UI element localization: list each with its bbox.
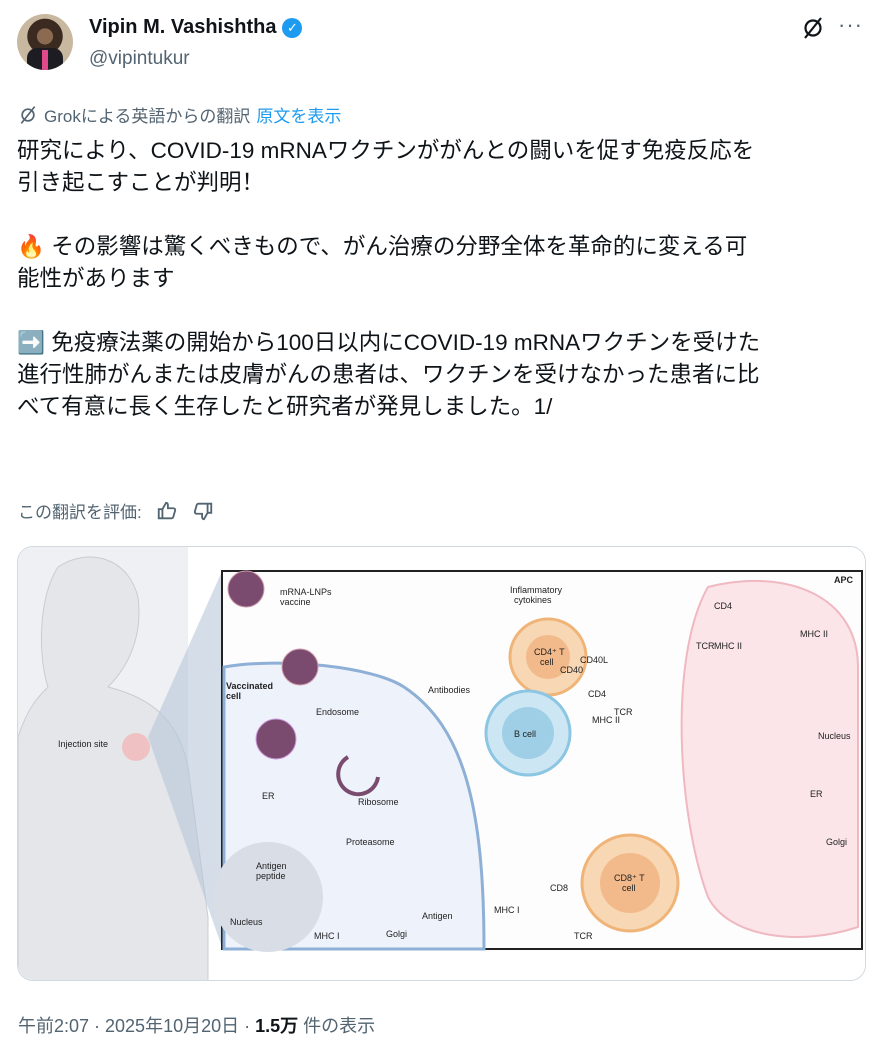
svg-text:CD8: CD8 bbox=[550, 883, 568, 893]
svg-text:MHC I: MHC I bbox=[494, 905, 520, 915]
svg-text:cell: cell bbox=[622, 883, 636, 893]
svg-text:Inflammatory: Inflammatory bbox=[510, 585, 563, 595]
rate-translation: この翻訳を評価: bbox=[18, 498, 214, 523]
svg-text:mRNA-LNPs: mRNA-LNPs bbox=[280, 587, 332, 597]
timestamp[interactable]: 午前2:07 · 2025年10月20日 · bbox=[18, 1016, 256, 1036]
thumbs-up-icon[interactable] bbox=[156, 500, 178, 522]
tweet-meta: 午前2:07 · 2025年10月20日 · 1.5万 件の表示 bbox=[18, 1012, 375, 1038]
svg-text:Golgi: Golgi bbox=[826, 837, 847, 847]
label-injection-site: Injection site bbox=[58, 739, 108, 749]
show-original-link[interactable]: 原文を表示 bbox=[256, 107, 342, 126]
tweet-text: 研究により、COVID-19 mRNAワクチンががんとの闘いを促す免疫反応を 引… bbox=[17, 138, 761, 419]
svg-text:MHC II: MHC II bbox=[714, 641, 742, 651]
svg-text:Antigen: Antigen bbox=[256, 861, 287, 871]
svg-text:TCR: TCR bbox=[574, 931, 593, 941]
avatar[interactable] bbox=[17, 14, 73, 70]
svg-text:Proteasome: Proteasome bbox=[346, 837, 395, 847]
svg-text:CD4: CD4 bbox=[588, 689, 606, 699]
translation-bar: Grokによる英語からの翻訳 原文を表示 bbox=[18, 102, 341, 127]
author-name[interactable]: Vipin M. Vashishtha✓ bbox=[89, 16, 303, 39]
svg-text:Antibodies: Antibodies bbox=[428, 685, 471, 695]
rate-label: この翻訳を評価: bbox=[18, 503, 142, 522]
svg-text:MHC I: MHC I bbox=[314, 931, 340, 941]
svg-text:TCR: TCR bbox=[614, 707, 633, 717]
svg-text:CD4: CD4 bbox=[714, 601, 732, 611]
svg-text:Nucleus: Nucleus bbox=[230, 917, 263, 927]
svg-text:Nucleus: Nucleus bbox=[818, 731, 851, 741]
thumbs-down-icon[interactable] bbox=[192, 500, 214, 522]
svg-text:B cell: B cell bbox=[514, 729, 536, 739]
svg-text:APC: APC bbox=[834, 575, 854, 585]
svg-text:CD4⁺ T: CD4⁺ T bbox=[534, 647, 565, 657]
svg-text:Antigen: Antigen bbox=[422, 911, 453, 921]
svg-text:peptide: peptide bbox=[256, 871, 286, 881]
svg-text:CD8⁺ T: CD8⁺ T bbox=[614, 873, 645, 883]
svg-text:cell: cell bbox=[540, 657, 554, 667]
svg-text:ER: ER bbox=[262, 791, 275, 801]
svg-text:vaccine: vaccine bbox=[280, 597, 311, 607]
svg-text:MHC II: MHC II bbox=[800, 629, 828, 639]
verified-badge-icon: ✓ bbox=[282, 17, 303, 38]
svg-text:Vaccinated: Vaccinated bbox=[226, 681, 273, 691]
views-label: 件の表示 bbox=[298, 1016, 376, 1036]
svg-text:TCR: TCR bbox=[696, 641, 715, 651]
svg-text:CD40: CD40 bbox=[560, 665, 583, 675]
view-count: 1.5万 bbox=[255, 1016, 299, 1036]
svg-text:Endosome: Endosome bbox=[316, 707, 359, 717]
author-handle[interactable]: @vipintukur bbox=[89, 48, 190, 69]
more-options-icon[interactable]: ··· bbox=[838, 12, 863, 37]
svg-text:MHC II: MHC II bbox=[592, 715, 620, 725]
grok-icon bbox=[20, 105, 36, 124]
svg-text:cytokines: cytokines bbox=[514, 595, 552, 605]
grok-icon[interactable] bbox=[801, 16, 825, 40]
svg-text:Golgi: Golgi bbox=[386, 929, 407, 939]
svg-text:cell: cell bbox=[226, 691, 241, 701]
svg-text:ER: ER bbox=[810, 789, 823, 799]
svg-text:Ribosome: Ribosome bbox=[358, 797, 399, 807]
translation-label: Grokによる英語からの翻訳 bbox=[44, 107, 251, 126]
svg-text:CD40L: CD40L bbox=[580, 655, 608, 665]
